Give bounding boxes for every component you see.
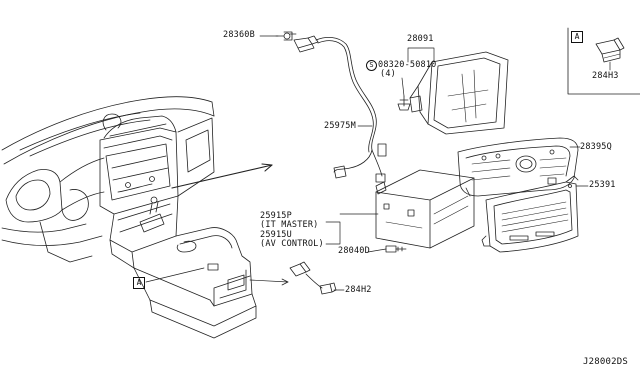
label-clip: 28360B xyxy=(223,30,255,40)
label-bolt: 28040D xyxy=(338,246,370,256)
control-panel-28395Q xyxy=(457,137,579,197)
diagram-code: J28002DS xyxy=(583,357,628,367)
dashboard-assembly xyxy=(1,96,257,339)
label-unit-part-2: 25915U xyxy=(260,230,292,240)
display-28091 xyxy=(397,51,509,135)
label-inset-part: 284H3 xyxy=(592,71,619,81)
label-control-panel: 28395Q xyxy=(580,142,612,152)
usb-connector-284H2 xyxy=(289,261,337,295)
label-display: 28091 xyxy=(407,34,434,44)
label-unit-desc-2: (AV CONTROL) xyxy=(260,239,324,249)
harness-25975M xyxy=(293,35,387,183)
screw-note-symbol: S xyxy=(366,60,377,71)
label-usb-connector: 284H2 xyxy=(345,285,372,295)
inset-frame xyxy=(567,27,640,95)
av-unit xyxy=(375,169,475,249)
label-screw-qty: (4) xyxy=(380,69,396,79)
inset-view-a-marker: A xyxy=(571,31,583,43)
bolt-28040D xyxy=(385,245,407,253)
assembly-arrow xyxy=(171,163,273,189)
label-unit-desc-1: (IT MASTER) xyxy=(260,220,319,230)
clip-28360B xyxy=(275,31,297,41)
finisher-25391 xyxy=(481,175,579,253)
leader-lines xyxy=(145,35,611,291)
label-screw-part: 08320-50810 xyxy=(378,60,437,70)
view-a-marker: A xyxy=(133,277,145,289)
label-harness: 25975M xyxy=(324,121,356,131)
label-unit-part-1: 25915P xyxy=(260,211,292,221)
label-finisher: 25391 xyxy=(589,180,616,190)
